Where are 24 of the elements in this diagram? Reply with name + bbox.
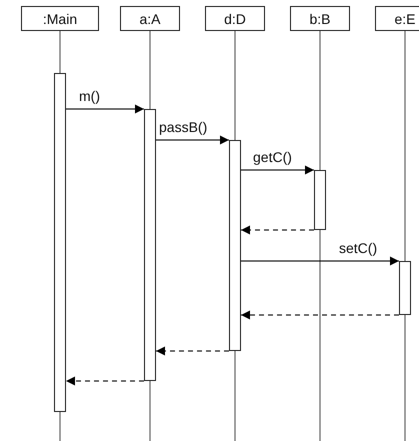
activation-bar [144, 109, 156, 381]
object-box: d:D [205, 6, 265, 31]
return-arrow [156, 346, 230, 356]
message-arrow [66, 104, 144, 114]
activation-bar [399, 261, 411, 315]
activation-bar [314, 170, 326, 230]
object-box: a:A [120, 6, 180, 31]
message-arrow [240, 166, 314, 174]
object-box: b:B [290, 6, 350, 31]
message-arrow [240, 256, 400, 266]
activation-bar [229, 140, 241, 351]
message-label: getC() [252, 149, 293, 165]
lifeline [404, 30, 406, 262]
message-label: setC() [338, 240, 378, 256]
return-arrow [240, 226, 314, 234]
return-arrow [240, 310, 400, 320]
message-arrow [156, 136, 230, 144]
return-arrow [66, 376, 144, 386]
lifeline [234, 30, 236, 140]
object-box: :Main [21, 6, 99, 31]
message-label: passB() [158, 119, 208, 135]
object-box: e:E [375, 6, 419, 31]
activation-bar [54, 73, 66, 412]
message-label: m() [78, 88, 101, 104]
